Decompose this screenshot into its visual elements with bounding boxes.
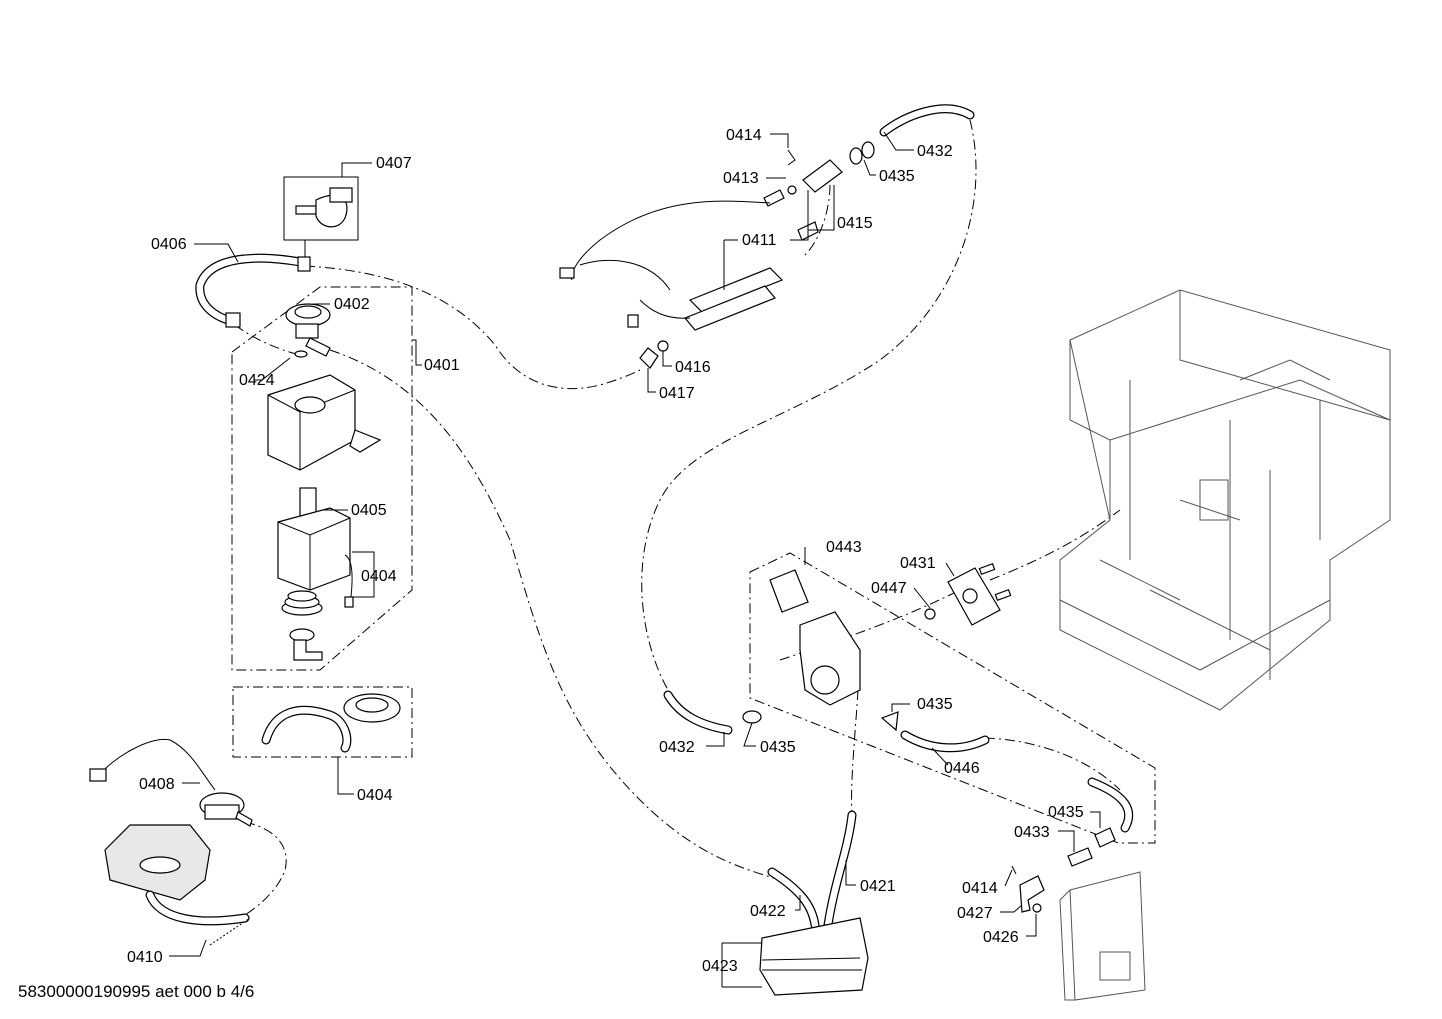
callout-0410: 0410	[127, 949, 163, 966]
elbow-0427	[1019, 875, 1045, 913]
pump-0405	[277, 487, 354, 608]
hose-route-heater-to-grinder	[641, 119, 977, 691]
callout-0405: 0405	[351, 502, 387, 519]
nuts-0435-top	[849, 141, 875, 165]
callout-0422: 0422	[750, 903, 786, 920]
callout-0404-lower: 0404	[357, 787, 393, 804]
o-ring-0426	[1032, 903, 1042, 913]
clamp-detail-box	[283, 176, 359, 241]
side-cover-panel	[1059, 871, 1146, 1001]
pin-0414-b	[1011, 865, 1017, 875]
fitting-0413	[763, 185, 797, 207]
callout-0431: 0431	[900, 555, 936, 572]
connector-0415	[797, 159, 843, 241]
pin-0414-a	[787, 149, 796, 166]
hose-0432-lower	[663, 690, 733, 735]
callout-0417: 0417	[659, 385, 695, 402]
grinder-motor-0443	[769, 569, 861, 706]
hose-0446	[900, 730, 990, 753]
pump-housing	[267, 374, 382, 471]
connector-0435-c	[880, 711, 899, 732]
hose-route-heater-lower	[804, 184, 831, 256]
washer-0416	[657, 340, 669, 352]
callout-0402: 0402	[334, 296, 370, 313]
callout-0427: 0427	[957, 905, 993, 922]
washer-0447	[924, 608, 936, 620]
callout-0435-right: 0435	[917, 696, 953, 713]
o-ring-0424	[294, 350, 308, 358]
callout-0424: 0424	[239, 372, 275, 389]
hose-route-to-frame	[989, 509, 1121, 581]
drip-tray-0423	[759, 810, 869, 996]
callout-0414-top: 0414	[726, 127, 762, 144]
valve-0433	[1067, 847, 1093, 867]
leader-lines	[169, 131, 1101, 988]
connector-0435-b	[742, 710, 762, 724]
connector-0435-d	[1094, 827, 1116, 848]
document-id-footer: 58300000190995 aet 000 b 4/6	[18, 982, 254, 1001]
callout-0401: 0401	[424, 357, 460, 374]
callout-0413: 0413	[723, 170, 759, 187]
flowmeter-0402	[285, 303, 331, 357]
heater-0411	[559, 200, 784, 331]
callout-0423: 0423	[702, 958, 738, 975]
callout-0447: 0447	[871, 580, 907, 597]
sensor-0417	[639, 347, 659, 369]
callout-0435-top: 0435	[879, 168, 915, 185]
callout-0406: 0406	[151, 236, 187, 253]
callout-0411: 0411	[742, 232, 777, 249]
hose-assembly-0404	[261, 693, 401, 753]
callout-0432-top: 0432	[917, 143, 953, 160]
hose-route-to-heater	[304, 265, 641, 390]
hose-route-grinder-to-tank	[851, 689, 859, 821]
hose-0432-top	[879, 104, 975, 137]
hose-clamp-part	[295, 187, 353, 228]
hose-route-clamp	[234, 324, 301, 356]
callout-0407: 0407	[376, 155, 412, 172]
callout-0435-lower: 0435	[760, 739, 796, 756]
callout-0426: 0426	[983, 929, 1019, 946]
water-tank-0410	[104, 824, 251, 946]
callout-0416: 0416	[675, 359, 711, 376]
hose-route-pump-to-tank	[329, 349, 781, 881]
hose-0406	[195, 253, 311, 328]
machine-frame	[1059, 289, 1391, 711]
callout-0435-side: 0435	[1048, 804, 1084, 821]
callout-0415: 0415	[837, 215, 873, 232]
pump-spring	[281, 590, 323, 661]
hose-right-side	[1087, 777, 1134, 833]
callout-0432-lower: 0432	[659, 739, 695, 756]
callout-0443: 0443	[826, 539, 862, 556]
grinder-assembly-boundary	[749, 552, 1156, 844]
callout-0408: 0408	[139, 776, 175, 793]
callout-0433: 0433	[1014, 824, 1050, 841]
pump-assembly-boundary	[231, 286, 413, 671]
valve-0408	[89, 738, 253, 827]
bracket-0431	[947, 563, 1012, 626]
callout-0404-upper: 0404	[361, 568, 397, 585]
hose-route-valve-to-tank	[244, 821, 287, 916]
callout-0421: 0421	[860, 878, 896, 895]
hose-assembly-boundary	[232, 686, 413, 758]
callout-0446: 0446	[944, 760, 980, 777]
callout-0414-bottom: 0414	[962, 880, 998, 897]
